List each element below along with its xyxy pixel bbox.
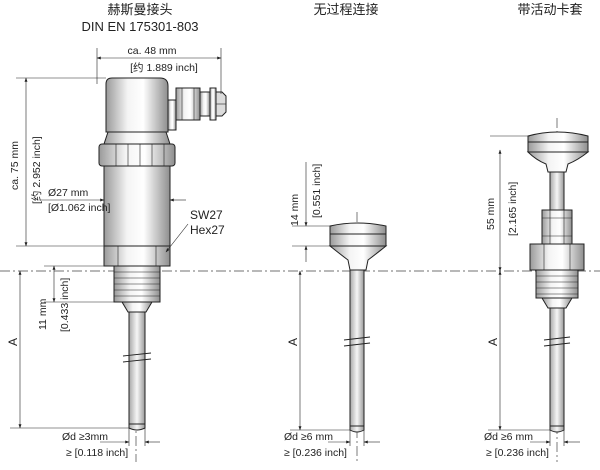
rod-3-mm-label: Ød ≥6 mm <box>484 431 533 443</box>
length-a-label-2: A <box>286 338 300 346</box>
collar-mm-label: 14 mm <box>289 194 301 226</box>
variant-2-sensor <box>328 212 388 462</box>
variant-1-dimensions: ca. 48 mm [约 1.889 inch] ca. 75 mm [约 2.… <box>6 45 225 459</box>
height-inch-label: [约 2.952 inch] <box>30 136 43 204</box>
rod-2-inch-label: ≥ [0.236 inch] <box>284 447 347 459</box>
rod-1-mm-label: Ød ≥3mm <box>62 431 108 443</box>
diameter-mm-label: Ø27 mm <box>48 187 89 199</box>
collar-inch-label: [0.551 inch] <box>311 164 323 218</box>
compression-inch-label: [2.165 inch] <box>507 182 519 236</box>
thread-mm-label: 11 mm <box>37 298 49 330</box>
wrench-size-sw-label: SW27 <box>190 208 223 222</box>
length-a-label-3: A <box>486 338 500 346</box>
diameter-inch-label: [Ø1.062 inch] <box>48 202 111 214</box>
variant-3-dimensions: 55 mm [2.165 inch] A Ød ≥6 mm ≥ [0.236 i… <box>484 135 580 459</box>
variant-3-sensor <box>526 118 590 462</box>
thread-inch-label: [0.433 inch] <box>59 278 71 332</box>
rod-3-inch-label: ≥ [0.236 inch] <box>486 447 549 459</box>
variant-1-sensor <box>98 77 227 462</box>
variant-1-title: 赫斯曼接头 <box>107 2 172 17</box>
variant-2-title: 无过程连接 <box>313 2 378 17</box>
width-inch-label: [约 1.889 inch] <box>130 61 198 74</box>
variant-2-dimensions: 14 mm [0.551 inch] A Ød ≥6 mm ≥ [0.236 i… <box>284 162 380 459</box>
width-mm-label: ca. 48 mm <box>127 45 176 57</box>
length-a-label-1: A <box>6 338 20 346</box>
variant-1-subtitle: DIN EN 175301-803 <box>81 19 198 34</box>
rod-1-inch-label: ≥ [0.118 inch] <box>66 447 128 459</box>
wrench-size-hex-label: Hex27 <box>190 223 225 237</box>
variant-3-title: 带活动卡套 <box>517 2 582 17</box>
compression-mm-label: 55 mm <box>485 198 497 230</box>
height-mm-label: ca. 75 mm <box>9 141 21 190</box>
rod-2-mm-label: Ød ≥6 mm <box>284 431 333 443</box>
